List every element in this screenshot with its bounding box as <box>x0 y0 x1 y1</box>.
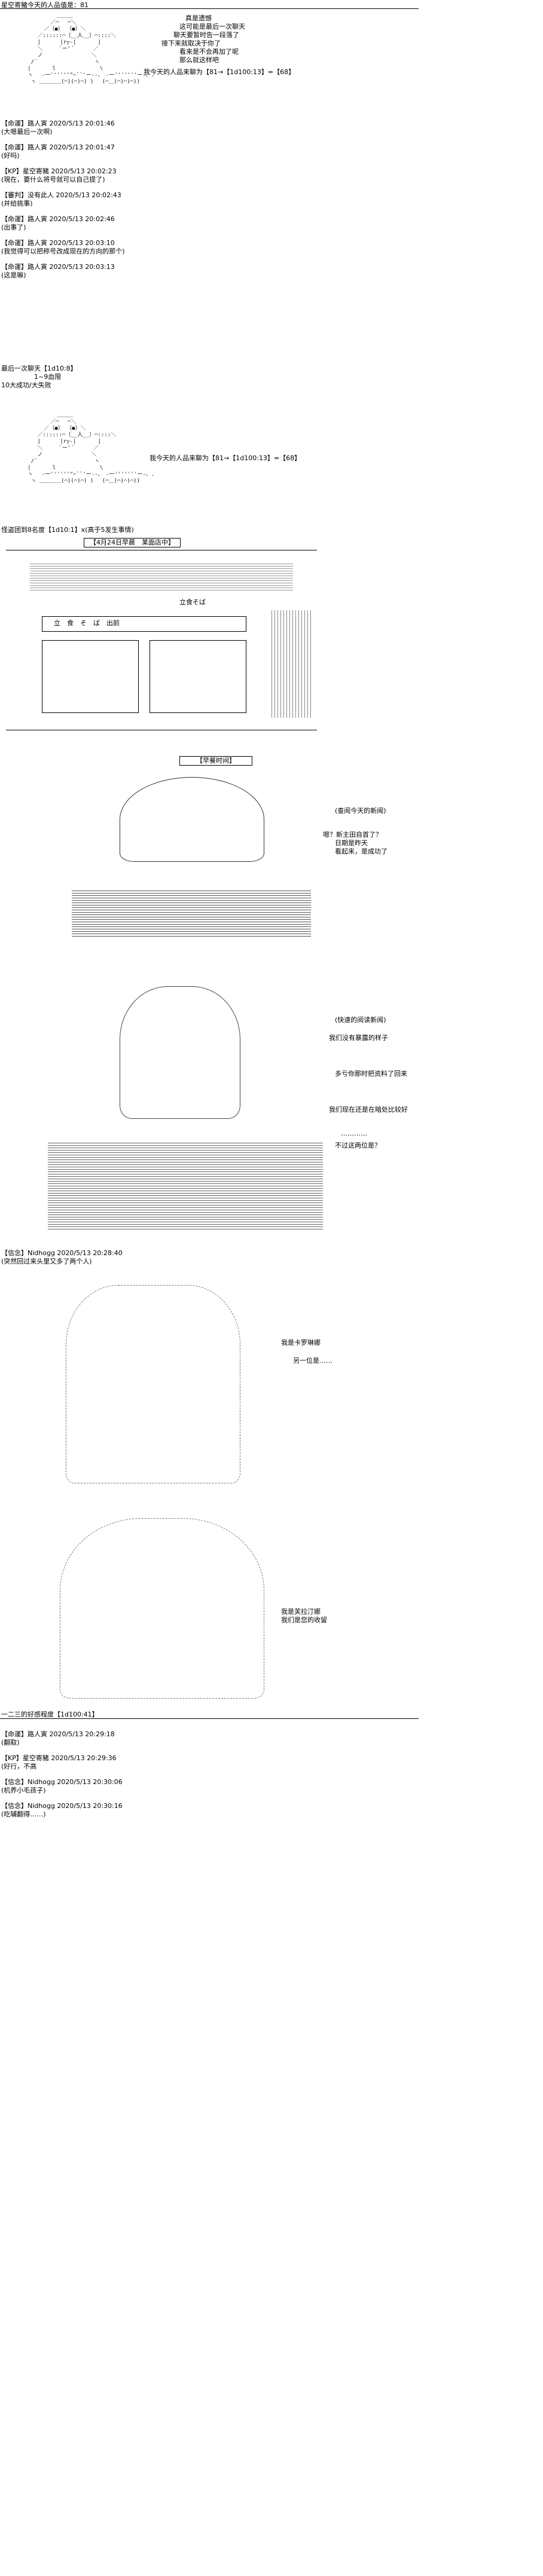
divider <box>0 8 419 9</box>
dialogue-line: 看起来，是成功了 <box>335 848 388 855</box>
dialogue-line: 我今天的人品来聊为【81→【1d100:13】=【68】 <box>144 68 295 76</box>
figure <box>120 986 240 1119</box>
chat-post: 【命運】路人寅 2020/5/13 20:03:10 (我觉得可以把称号改成现在… <box>1 239 125 255</box>
dialogue-line: 我们没有暴露的样子 <box>329 1034 388 1042</box>
chat-post: 【信念】Nidhogg 2020/5/13 20:28:40 (突然回过来头里又… <box>1 1249 123 1265</box>
dice-roll: 最后一次聊天【1d10:8】 1~9血限 10大成功/大失败 <box>1 365 77 389</box>
dialogue-line: 我今天的人品来聊为【81→【1d100:13】=【68】 <box>150 454 301 462</box>
shop-roof <box>30 562 293 592</box>
desk <box>48 1142 323 1231</box>
dialogue-line: (查阅今天的新闻) <box>335 807 386 815</box>
chat-post: 【命運】路人寅 2020/5/13 20:01:47 (好吗) <box>1 143 115 160</box>
character-karolina <box>66 1285 240 1483</box>
character-florentina <box>60 1518 264 1699</box>
dice-roll: 一二三的好感程度【1d100:41】 <box>1 1711 99 1718</box>
shop-window <box>42 640 139 713</box>
chat-post: 【命運】路人寅 2020/5/13 20:01:46 (大嗯最后一次啊) <box>1 120 115 136</box>
dialogue-line: 多亏你那时把资料了回来 <box>335 1070 407 1078</box>
dialogue-line: 我们是您的收留 <box>281 1616 327 1624</box>
character-reading-news <box>72 771 311 950</box>
dialogue-line: ………… <box>341 1130 367 1137</box>
shop-name: 立食そば <box>179 598 206 606</box>
building-right <box>269 610 311 718</box>
dialogue-line: 日期是昨天 <box>335 839 368 847</box>
dice-roll: 怪盗团到8名度【1d10:1】x(高于5发生事情) <box>1 526 134 534</box>
dialogue-line: 另一位是…… <box>293 1357 332 1365</box>
character-group <box>48 986 323 1237</box>
dialogue-line: 不过这两位是？ <box>335 1142 381 1149</box>
dialogue-line: 聊天要暂时告一段落了 <box>173 31 239 39</box>
dialogue-line: 那么就这样吧 <box>179 56 219 64</box>
shop-sign-text: 立 食 そ ば 出前 <box>54 619 120 627</box>
scene-label: 【早餐时间】 <box>179 756 252 766</box>
ascii-art-character: ＿＿＿ ／⌒ ⌒＼ ／（●） （●）＼ ／::::::⌒（__人__）⌒::::… <box>28 13 155 85</box>
chat-post: 【命運】路人寅 2020/5/13 20:02:46 (出事了) <box>1 215 115 231</box>
chat-post: 【KP】星空寄豬 2020/5/13 20:02:23 (現在，要什么将号就可以… <box>1 167 117 183</box>
dialogue-line: (快速的阅读新闻) <box>335 1016 386 1024</box>
scene-label: 【4月24日早晨 某面店中】 <box>84 538 181 547</box>
chat-post: 【信念】Nidhogg 2020/5/13 20:30:06 (机养小毛孩子) <box>1 1778 123 1794</box>
shop-illustration: 立食そば 立 食 そ ば 出前 <box>6 550 317 730</box>
dialogue-line: 我是芙拉汀娜 <box>281 1608 321 1616</box>
divider <box>0 1718 419 1719</box>
dialogue-line: 嗯？新主田自首了？ <box>323 831 382 839</box>
dialogue-line: 我们现在还是在暗处比较好 <box>329 1106 408 1113</box>
chat-post: 【審判】没有此人 2020/5/13 20:02:43 (并给挑事) <box>1 191 121 207</box>
table <box>72 891 311 938</box>
dialogue-line: 看来是不会再加了呢 <box>179 48 239 56</box>
dialogue-line: 我是卡罗琳娜 <box>281 1339 321 1347</box>
dialogue-line: 接下来就取决于你了 <box>161 39 221 47</box>
dialogue-line: 这可能是最后一次聊天 <box>179 23 245 30</box>
hair <box>120 777 264 862</box>
dialogue-line: 真是遗憾 <box>185 14 212 22</box>
chat-post: 【命運】路人寅 2020/5/13 20:03:13 (这是嘛) <box>1 263 115 279</box>
chat-post: 【命運】路人寅 2020/5/13 20:29:18 (翻取) <box>1 1730 115 1746</box>
shop-sign <box>42 616 246 632</box>
shop-door <box>150 640 246 713</box>
chat-post: 【KP】星空寄豬 2020/5/13 20:29:36 (好行，不高 <box>1 1754 117 1770</box>
chat-post: 【信念】Nidhogg 2020/5/13 20:30:16 (吃辅翻得……) <box>1 1802 123 1818</box>
ascii-art-character: ＿＿＿ ／⌒ ⌒＼ ／（●） （●）＼ ／::::::⌒（__人__）⌒::::… <box>28 412 155 484</box>
page-title: 星空寄豬今天的人品值是：81 <box>1 1 89 9</box>
